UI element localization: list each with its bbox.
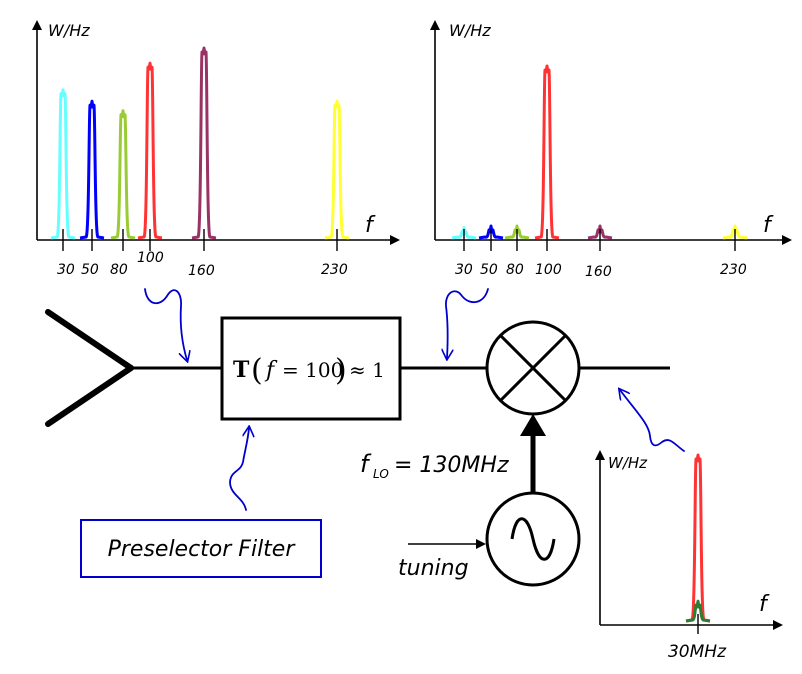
spectral-peak <box>451 226 477 240</box>
spectrum-output-peaks <box>685 453 711 623</box>
filter-transfer-symbol: T <box>233 357 250 383</box>
tick-label-160: 160 <box>585 264 612 280</box>
tick-label-50: 50 <box>81 262 99 278</box>
tick-label-80: 80 <box>110 262 128 278</box>
spectrum-filtered-y-label: W/Hz <box>449 21 491 40</box>
tick-label-100: 100 <box>535 262 562 278</box>
spectral-peak <box>191 46 217 240</box>
spectral-peak <box>504 224 530 240</box>
spectral-peak <box>324 99 350 240</box>
spectrum-input-x-label: f <box>365 213 376 238</box>
spectrum-filtered-x-label: f <box>763 213 774 238</box>
annotation-arrows <box>144 288 685 511</box>
spectral-peak <box>534 64 560 240</box>
spectrum-input-peaks <box>50 46 350 240</box>
lo-freq-subscript: LO <box>373 467 389 481</box>
spectrum-input-ticks: 30 50 80 100 160 230 <box>57 229 348 279</box>
spectrum-input-y-label: W/Hz <box>48 21 90 40</box>
spectral-peak <box>50 88 76 240</box>
spectral-peak <box>110 109 136 240</box>
preselector-label-box: Preselector Filter <box>80 519 322 578</box>
spectral-peak <box>722 224 748 240</box>
antenna-lower-arm <box>45 365 134 427</box>
tick-label-50: 50 <box>480 262 498 278</box>
antenna-upper-arm <box>45 309 134 371</box>
lo-arrow-icon <box>520 414 546 436</box>
spectrum-output: W/Hz f 30MHz <box>595 450 783 662</box>
spectral-peak <box>685 453 711 623</box>
spectrum-output-x-label: f <box>759 592 770 617</box>
tick-label-100: 100 <box>137 250 164 266</box>
annotation-arrow-output <box>620 390 685 452</box>
antenna <box>45 309 134 427</box>
filter-block: T ( f = 100 ) ≈ 1 <box>220 316 402 421</box>
filter-close-paren: ) <box>335 353 347 388</box>
lo-freq-value: = 130MHz <box>394 453 509 478</box>
tick-label-80: 80 <box>506 262 524 278</box>
local-oscillator: f LO = 130MHz <box>360 414 581 587</box>
mixer <box>485 320 581 416</box>
preselector-label: Preselector Filter <box>108 537 297 562</box>
spectral-peak <box>587 224 613 240</box>
annotation-arrow-filtered <box>446 288 489 358</box>
tick-label-230: 230 <box>720 262 747 278</box>
filter-freq-value: = 100 <box>282 358 343 382</box>
lo-freq-symbol: f <box>360 450 372 478</box>
spectral-peak <box>79 99 105 240</box>
tuning-label: tuning <box>398 556 469 581</box>
filter-gain-value: ≈ 1 <box>349 358 385 382</box>
spectral-peak <box>137 61 163 240</box>
spectrum-input: W/Hz f 30 50 80 100 160 230 <box>32 20 400 279</box>
annotation-arrow-input <box>144 288 187 360</box>
spectrum-output-y-label: W/Hz <box>608 454 648 472</box>
spectrum-filtered: W/Hz f 30 50 80 100 160 230 <box>430 20 792 280</box>
filter-open-paren: ( <box>251 353 263 388</box>
tick-label-30: 30 <box>57 262 75 278</box>
spectrum-filtered-peaks <box>451 64 748 240</box>
sine-wave-icon <box>510 517 556 561</box>
mixer-cross-icon <box>499 334 567 402</box>
spectrum-filtered-ticks: 30 50 80 100 160 230 <box>455 229 747 280</box>
tick-label-30mhz: 30MHz <box>668 642 727 662</box>
annotation-arrow-filter <box>229 428 249 511</box>
tick-label-230: 230 <box>321 262 348 278</box>
tick-label-30: 30 <box>455 262 473 278</box>
filter-box <box>220 316 402 421</box>
spectral-peak <box>478 224 504 240</box>
tick-label-160: 160 <box>188 263 215 279</box>
spectral-peak <box>685 599 711 623</box>
preselector-box <box>80 519 322 578</box>
